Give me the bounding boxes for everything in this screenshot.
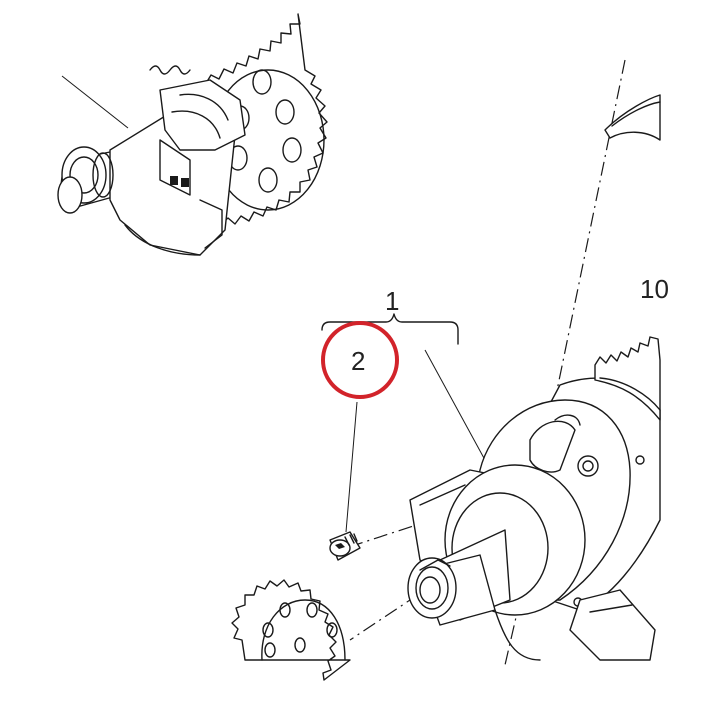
crankshaft bbox=[407, 336, 661, 661]
callout-2: 2 bbox=[321, 321, 399, 533]
callout-1: 1 bbox=[321, 286, 486, 461]
set-screw bbox=[329, 531, 361, 561]
callout-label-10: 10 bbox=[640, 274, 669, 304]
highlight-circle bbox=[321, 321, 399, 399]
bearing-shell bbox=[604, 94, 661, 141]
assembly-brace bbox=[321, 313, 459, 345]
timing-gear bbox=[231, 579, 351, 681]
callout-label-2: 2 bbox=[351, 346, 365, 376]
spring bbox=[149, 65, 191, 75]
camshaft-assembly-top bbox=[57, 13, 328, 256]
callout-label-1: 1 bbox=[385, 286, 399, 316]
